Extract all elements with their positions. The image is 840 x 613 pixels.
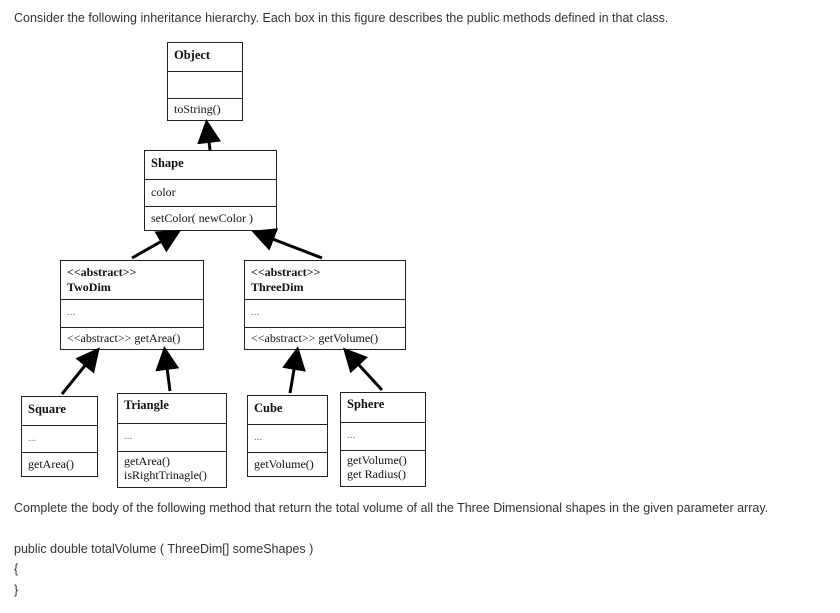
class-threedim-method: <<abstract>> getVolume() — [245, 327, 405, 349]
class-shape: Shape color setColor( newColor ) — [144, 150, 277, 231]
class-sphere-method1: getVolume() — [347, 453, 407, 467]
class-shape-field: color — [145, 179, 276, 206]
class-threedim-field: ... — [245, 299, 405, 327]
arrow-cube-to-threedim — [282, 346, 306, 394]
class-threedim-stereotype: <<abstract>> — [251, 265, 321, 279]
class-triangle-name: Triangle — [124, 398, 169, 412]
class-object-method: toString() — [168, 98, 242, 120]
code-close-brace: } — [14, 583, 19, 597]
class-sphere: Sphere ... getVolume() get Radius() — [340, 392, 426, 487]
class-object-name: Object — [174, 48, 211, 62]
class-shape-method: setColor( newColor ) — [145, 206, 276, 230]
class-twodim-name: TwoDim — [67, 280, 111, 294]
arrow-sphere-to-threedim — [342, 347, 384, 392]
class-threedim: <<abstract>> ThreeDim ... <<abstract>> g… — [244, 260, 406, 350]
class-twodim-field: ... — [61, 299, 203, 327]
class-cube-name: Cube — [254, 401, 283, 415]
class-square-field: ... — [22, 425, 97, 452]
class-triangle-method1: getArea() — [124, 454, 170, 468]
class-square: Square ... getArea() — [21, 396, 98, 477]
class-object-fields — [168, 71, 242, 98]
question-task: Complete the body of the following metho… — [14, 501, 769, 515]
class-triangle: Triangle ... getArea() isRightTrinagle() — [117, 393, 227, 488]
arrow-triangle-to-twodim — [155, 346, 180, 392]
class-cube: Cube ... getVolume() — [247, 395, 328, 477]
arrow-shape-to-object — [197, 119, 222, 151]
class-sphere-method2: get Radius() — [347, 467, 406, 481]
arrow-square-to-twodim — [60, 347, 100, 395]
class-square-method: getArea() — [22, 452, 97, 476]
class-square-name: Square — [28, 402, 66, 416]
class-sphere-methods: getVolume() get Radius() — [341, 450, 425, 486]
class-twodim-method: <<abstract>> getArea() — [61, 327, 203, 349]
class-twodim-stereotype: <<abstract>> — [67, 265, 137, 279]
arrow-twodim-to-shape — [131, 230, 182, 260]
arrow-threedim-to-shape — [251, 228, 323, 260]
class-triangle-field: ... — [118, 423, 226, 451]
class-threedim-name: ThreeDim — [251, 280, 304, 294]
class-cube-field: ... — [248, 424, 327, 452]
class-cube-method: getVolume() — [248, 452, 327, 476]
class-twodim: <<abstract>> TwoDim ... <<abstract>> get… — [60, 260, 204, 350]
class-sphere-field: ... — [341, 422, 425, 450]
class-twodim-header: <<abstract>> TwoDim — [61, 261, 203, 299]
code-open-brace: { — [14, 562, 19, 576]
code-signature: public double totalVolume ( ThreeDim[] s… — [14, 542, 314, 556]
class-triangle-method2: isRightTrinagle() — [124, 468, 207, 482]
class-sphere-name: Sphere — [347, 397, 385, 411]
class-triangle-methods: getArea() isRightTrinagle() — [118, 451, 226, 487]
question-intro: Consider the following inheritance hiera… — [14, 11, 669, 25]
class-shape-name: Shape — [151, 156, 184, 170]
class-threedim-header: <<abstract>> ThreeDim — [245, 261, 405, 299]
